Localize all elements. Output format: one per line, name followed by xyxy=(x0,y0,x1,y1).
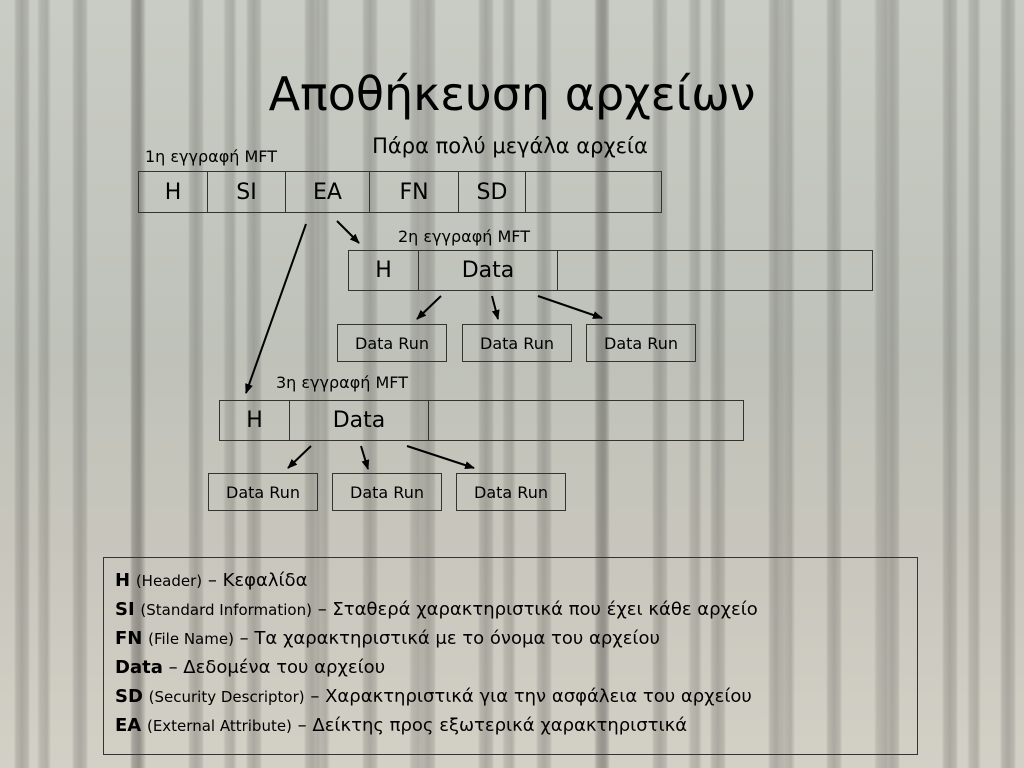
legend-row-standard-information: SI (Standard Information) – Σταθερά χαρα… xyxy=(115,596,917,625)
legend-abbr: SI xyxy=(115,599,135,620)
arrow-record-3-run-3 xyxy=(406,445,475,469)
record-3-data-run-1: Data Run xyxy=(208,473,318,511)
record-1-cell-fn: FN xyxy=(370,172,459,212)
legend-row-security-descriptor: SD (Security Descriptor) – Χαρακτηριστικ… xyxy=(115,683,917,712)
record-1-cell-si: SI xyxy=(208,172,286,212)
record-2: H Data xyxy=(348,250,873,291)
legend-row-file-name: FN (File Name) – Τα χαρακτηριστικά με το… xyxy=(115,625,917,654)
record-1: H SI EA FN SD xyxy=(138,171,662,213)
legend-abbr: Data xyxy=(115,657,163,678)
slide-subtitle: Πάρα πολύ μεγάλα αρχεία xyxy=(372,134,648,158)
legend-abbr: FN xyxy=(115,628,143,649)
record-3-cell-data: Data xyxy=(290,401,429,440)
record-3-label: 3η εγγραφή MFT xyxy=(276,373,408,392)
legend-abbr: SD xyxy=(115,686,143,707)
legend-abbr: H xyxy=(115,570,131,591)
slide-title: Αποθήκευση αρχείων xyxy=(268,67,756,121)
arrow-record-2-run-3 xyxy=(537,295,603,319)
legend-box: H (Header) – Κεφαλίδα SI (Standard Infor… xyxy=(103,557,918,755)
legend-description: – Κεφαλίδα xyxy=(207,570,308,591)
record-3-data-run-2: Data Run xyxy=(332,473,442,511)
legend-description: – Δεδομένα του αρχείου xyxy=(168,657,386,678)
legend-description: – Δείκτης προς εξωτερικά χαρακτηριστικά xyxy=(297,715,688,736)
record-2-label: 2η εγγραφή MFT xyxy=(398,227,530,246)
legend-row-external-attribute: EA (External Attribute) – Δείκτης προς ε… xyxy=(115,712,917,741)
arrow-record-2-run-1 xyxy=(416,295,442,320)
legend-row-data: Data – Δεδομένα του αρχείου xyxy=(115,654,917,683)
arrow-record-2-run-2 xyxy=(491,295,500,320)
legend-description: – Τα χαρακτηριστικά με το όνομα του αρχε… xyxy=(239,628,660,649)
record-2-data-run-2: Data Run xyxy=(462,324,572,362)
legend-abbr: EA xyxy=(115,715,142,736)
legend-full-name: (Security Descriptor) xyxy=(148,688,305,706)
record-1-cell-ea: EA xyxy=(286,172,370,212)
legend-row-header: H (Header) – Κεφαλίδα xyxy=(115,567,917,596)
record-2-data-run-3: Data Run xyxy=(586,324,696,362)
record-2-cell-h: H xyxy=(349,251,419,290)
record-1-cell-sd: SD xyxy=(459,172,526,212)
record-2-cell-data: Data xyxy=(419,251,558,290)
arrow-ea-to-record-2 xyxy=(336,220,360,244)
record-2-data-run-1: Data Run xyxy=(337,324,447,362)
legend-description: – Σταθερά χαρακτηριστικά που έχει κάθε α… xyxy=(317,599,758,620)
record-3: H Data xyxy=(219,400,744,441)
legend-full-name: (External Attribute) xyxy=(146,717,292,735)
record-1-cell-h: H xyxy=(139,172,208,212)
record-3-data-run-3: Data Run xyxy=(456,473,566,511)
record-1-label: 1η εγγραφή MFT xyxy=(145,147,277,166)
arrow-ea-to-record-3 xyxy=(245,223,307,394)
legend-full-name: (File Name) xyxy=(148,630,234,648)
record-3-cell-h: H xyxy=(220,401,290,440)
arrow-record-3-run-2 xyxy=(360,445,370,470)
legend-full-name: (Header) xyxy=(135,572,203,590)
legend-description: – Χαρακτηριστικά για την ασφάλεια του αρ… xyxy=(310,686,752,707)
arrow-record-3-run-1 xyxy=(287,445,312,469)
legend-full-name: (Standard Information) xyxy=(140,601,312,619)
